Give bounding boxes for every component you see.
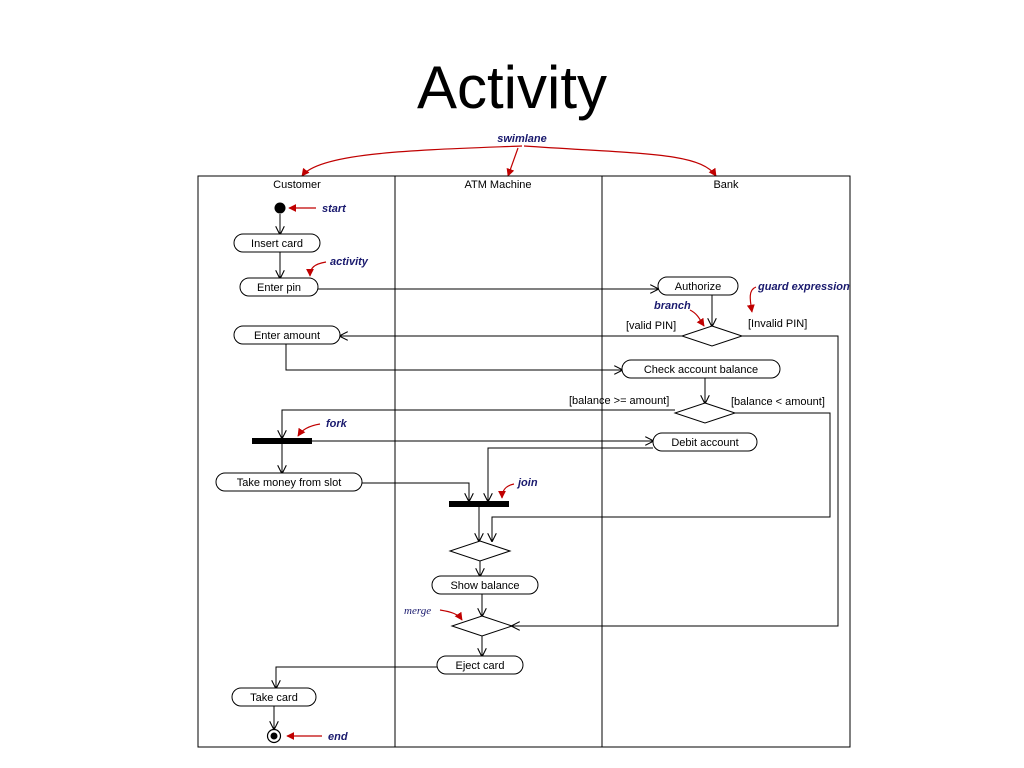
activity-insert-card <box>233 233 321 253</box>
activity-enter-amount-label: Enter amount <box>254 330 320 342</box>
flow-eject-takecard <box>276 666 437 688</box>
merge-annotation: merge <box>404 605 431 617</box>
flow-debit-join <box>488 447 653 501</box>
branch-diamond-balance <box>673 402 737 424</box>
flow-balance-lt-merge <box>492 412 831 541</box>
start-annotation: start <box>322 203 347 215</box>
activity-debit-account-label: Debit account <box>671 437 738 449</box>
branch-annotation-arrow <box>689 309 705 327</box>
lane-atm-machine: ATM Machine <box>464 179 531 191</box>
activity-enter-pin <box>239 277 319 297</box>
fork-annotation: fork <box>326 418 348 430</box>
activity-enter-pin-label: Enter pin <box>257 282 301 294</box>
swimlane-arrow-customer <box>301 145 523 177</box>
flow-balance-ge-fork <box>282 409 675 438</box>
end-node-inner <box>270 732 278 740</box>
guard-balance-lt: [balance < amount] <box>731 396 825 408</box>
activity-show-balance-label: Show balance <box>450 580 519 592</box>
guard-invalid-pin: [Invalid PIN] <box>748 318 807 330</box>
activity-take-money-label: Take money from slot <box>237 477 342 489</box>
join-bar <box>449 501 509 507</box>
slide-title: Activity <box>416 54 608 121</box>
swimlane-annotation: swimlane <box>497 133 547 145</box>
activity-debit-account <box>652 432 758 452</box>
lane-bank: Bank <box>713 179 739 191</box>
activity-show-balance <box>431 575 539 595</box>
activity-take-card-label: Take card <box>250 692 298 704</box>
guard-valid-pin: [valid PIN] <box>626 320 676 332</box>
activity-check-balance <box>621 359 781 379</box>
activity-authorize-label: Authorize <box>675 281 721 293</box>
activity-take-money <box>215 472 363 492</box>
activity-eject-card-label: Eject card <box>456 660 505 672</box>
activity-insert-card-label: Insert card <box>251 238 303 250</box>
flow-enteramount-checkbalance <box>285 344 622 370</box>
fork-annotation-arrow <box>297 423 321 437</box>
guard-expression-arrow <box>746 286 757 313</box>
lane-customer: Customer <box>273 179 321 191</box>
activity-annotation: activity <box>330 256 369 268</box>
activity-eject-card <box>436 655 524 675</box>
join-annotation: join <box>516 477 538 489</box>
flow-invalidpin-merge <box>512 335 839 626</box>
branch-diamond-pin <box>680 325 744 347</box>
start-node <box>274 202 286 214</box>
end-annotation: end <box>328 731 348 743</box>
merge-annotation-arrow <box>439 609 463 621</box>
activity-authorize <box>657 276 739 296</box>
merge-diamond-balance <box>448 540 512 562</box>
join-annotation-arrow <box>498 483 515 499</box>
guard-expression-annotation: guard expression <box>757 281 850 293</box>
swimlane-arrow-bank <box>523 145 717 177</box>
activity-check-balance-label: Check account balance <box>644 364 758 376</box>
guard-balance-ge: [balance >= amount] <box>569 395 669 407</box>
swimlane-frame <box>197 175 851 748</box>
fork-bar <box>252 438 312 444</box>
activity-annotation-arrow <box>306 261 327 277</box>
swimlane-arrow-atm <box>506 147 519 177</box>
branch-annotation: branch <box>654 300 691 312</box>
activity-enter-amount <box>233 325 341 345</box>
flow-takemoney-join <box>362 482 469 501</box>
